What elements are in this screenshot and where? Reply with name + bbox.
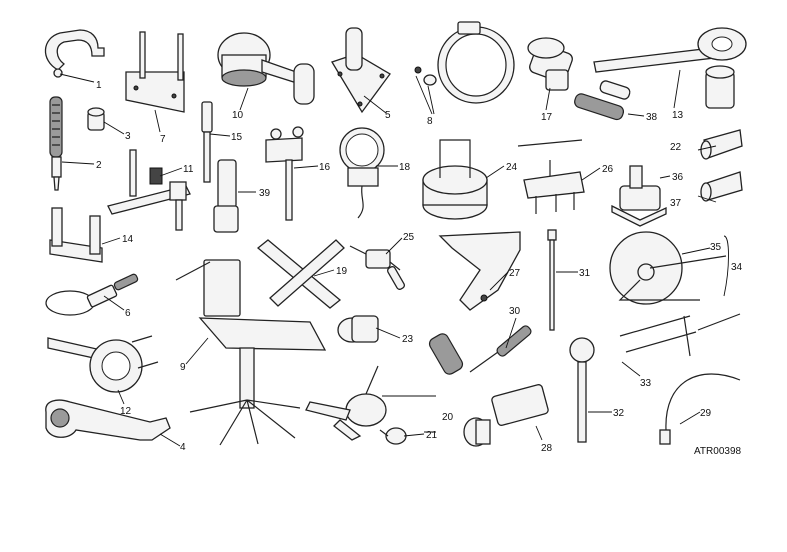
callout-12: 12	[120, 406, 132, 417]
tool-17-socket	[527, 37, 573, 91]
callout-30: 30	[509, 306, 521, 317]
callout-7: 7	[160, 134, 166, 145]
tool-27-bracket	[438, 231, 521, 311]
callout-37: 37	[670, 198, 682, 209]
tool-8-ring	[414, 21, 515, 104]
callout-20: 20	[442, 412, 454, 423]
tool-32-gauge	[569, 337, 595, 443]
tool-30-drift	[428, 325, 532, 375]
tool-33-forks	[619, 313, 741, 357]
tool-12-holder	[47, 335, 159, 393]
callout-31: 31	[579, 268, 591, 279]
callout-23: 23	[402, 334, 414, 345]
callout-25: 25	[403, 232, 415, 243]
tool-26-puller	[517, 139, 585, 214]
tool-7-bracket	[125, 31, 185, 113]
tool-18-dial-gauge	[339, 127, 385, 219]
tool-22-cone	[700, 129, 743, 160]
tool-39-sleeve	[213, 159, 239, 233]
tool-23-socket	[337, 315, 379, 343]
tool-36-fixture	[611, 165, 667, 227]
tool-29-cable	[659, 373, 741, 445]
tool-19-cross	[256, 239, 345, 309]
tool-5-plate	[331, 27, 391, 114]
tool-25-puller	[349, 245, 406, 290]
callout-5: 5	[385, 110, 391, 121]
tool-31-rod	[547, 229, 557, 331]
callout-8: 8	[427, 116, 433, 127]
callout-15: 15	[231, 132, 243, 143]
callout-labels: 1 2 3 4 5 6 7 8 9 10 11 12 13 14 15 16 1…	[96, 80, 743, 457]
callout-22: 22	[670, 142, 682, 153]
tool-6-strap-wrench	[45, 273, 139, 316]
callout-35: 35	[710, 242, 722, 253]
callout-28: 28	[541, 443, 553, 454]
callout-32: 32	[613, 408, 625, 419]
tool-34-degree-wheel	[609, 231, 727, 305]
tool-1-hook	[44, 29, 105, 78]
callout-13: 13	[672, 110, 684, 121]
callout-4: 4	[180, 442, 186, 453]
tool-16-puller	[265, 126, 304, 221]
tool-10-puller	[217, 32, 315, 105]
callout-24: 24	[506, 162, 518, 173]
callout-21: 21	[426, 430, 438, 441]
tool-21-gear	[379, 427, 407, 445]
drawing-code: ATR00398	[694, 446, 742, 457]
tool-3-nut	[87, 107, 105, 131]
callout-1: 1	[96, 80, 102, 91]
tool-24-drum	[422, 139, 488, 220]
callout-10: 10	[232, 110, 244, 121]
tool-15-pin	[201, 101, 213, 183]
callout-39: 39	[259, 188, 271, 199]
callout-34: 34	[731, 262, 743, 273]
callout-14: 14	[122, 234, 134, 245]
tool-28-sleeves	[463, 384, 549, 447]
tool-11-gauge-stand	[107, 149, 191, 231]
callout-16: 16	[319, 162, 331, 173]
callout-17: 17	[541, 112, 553, 123]
tool-9-engine-stand	[175, 259, 327, 446]
callout-18: 18	[399, 162, 411, 173]
callout-2: 2	[96, 160, 102, 171]
callout-11: 11	[183, 164, 194, 175]
callout-9: 9	[180, 362, 186, 373]
tool-38-pins	[574, 80, 631, 121]
callout-3: 3	[125, 131, 131, 142]
leader-lines	[59, 69, 729, 447]
callout-6: 6	[125, 308, 131, 319]
callout-33: 33	[640, 378, 652, 389]
tool-13-wrench	[593, 27, 747, 109]
callout-26: 26	[602, 164, 614, 175]
callout-36: 36	[672, 172, 684, 183]
tool-20-puller	[305, 365, 387, 441]
callout-38: 38	[646, 112, 658, 123]
tool-37-cone	[700, 171, 743, 202]
tool-14-fork	[49, 207, 103, 263]
callout-19: 19	[336, 266, 348, 277]
callout-27: 27	[509, 268, 521, 279]
tool-2-punch	[49, 96, 63, 191]
callout-29: 29	[700, 408, 712, 419]
tool-4-spanner	[45, 399, 171, 441]
